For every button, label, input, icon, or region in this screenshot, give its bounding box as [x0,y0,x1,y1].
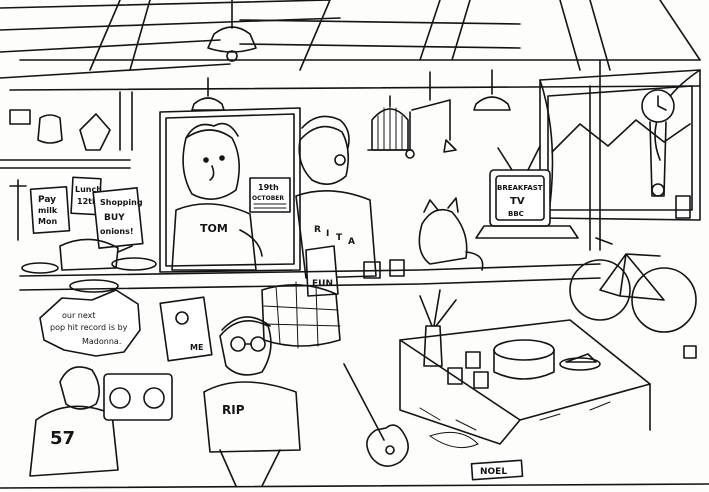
note-lunch: Lunch 12th [70,176,102,216]
noel-sign: NOEL [470,459,524,481]
shirt-number: 57 [50,428,75,449]
note-shopping-line-3: onions! [100,227,134,236]
rita-letter-3: T [336,233,343,243]
boy-with-glasses: RIP [203,316,301,487]
power-socket [675,195,697,359]
tv-set: BREAKFAST TV BBC [475,145,579,239]
cap-label: RIP [222,403,245,417]
speech-bubble: our next pop hit record is by Madonna. [39,289,141,357]
speech-line-2: pop hit record is by [50,323,128,332]
rita-letter-2: I [326,229,329,239]
note-shopping: Shopping BUY onions! [92,187,144,249]
note-shopping-line-1: Shopping [100,198,143,207]
fun-label: FUN [312,279,333,289]
wall-calendar: 19th OCTOBER [249,177,291,213]
ceiling-lamp-left [191,77,225,111]
cat [418,197,484,271]
woman-rita: R I T A [295,115,377,279]
ceiling-lamp-right [473,69,511,111]
ceiling-lamp-main [207,0,257,62]
mugs [447,351,489,389]
note-pay-line-1: Pay [38,195,56,205]
tom-label: TOM [200,222,228,235]
note-shopping-line-2: BUY [104,213,125,223]
music-mobile [405,71,457,159]
tv-title-line-1: BREAKFAST [497,184,543,192]
bicycle [569,237,697,333]
tv-title-line-2: TV [510,196,525,207]
note-lunch-line-2: 12th [77,197,98,206]
note-pay-line-2: milk [38,206,58,215]
pendulum-clock [641,89,675,197]
speech-line-1: our next [62,311,96,320]
boy-with-radio: 57 [29,366,173,477]
man-tom: TOM [171,122,263,271]
rita-letter-4: A [348,237,355,247]
ceiling-beams [0,0,701,251]
speech-line-3: Madonna. [82,337,121,346]
kitchen-counter [19,238,601,293]
serving-hatch [159,107,301,273]
guitar [343,363,409,467]
left-wall-shelf [0,109,131,169]
calendar-month: OCTOBER [252,195,284,202]
note-pay-line-3: Mon [38,217,57,226]
cheese-plate [559,353,601,371]
dining-table [399,319,651,445]
tv-logo: BBC [508,210,524,218]
wall-utensils [9,91,133,241]
checkered-pouf [261,281,341,349]
cake [493,339,555,380]
noel-text: NOEL [480,467,507,477]
birdcage [367,95,413,151]
note-lunch-line-1: Lunch [75,185,102,194]
floor [0,431,709,489]
note-pay: Pay milk Mon [29,185,71,235]
calendar-date: 19th [258,183,279,192]
poster-label: ME [190,343,203,352]
flower-vase [419,289,457,367]
poster-me: ME [159,296,213,362]
rita-letter-1: R [314,225,321,235]
